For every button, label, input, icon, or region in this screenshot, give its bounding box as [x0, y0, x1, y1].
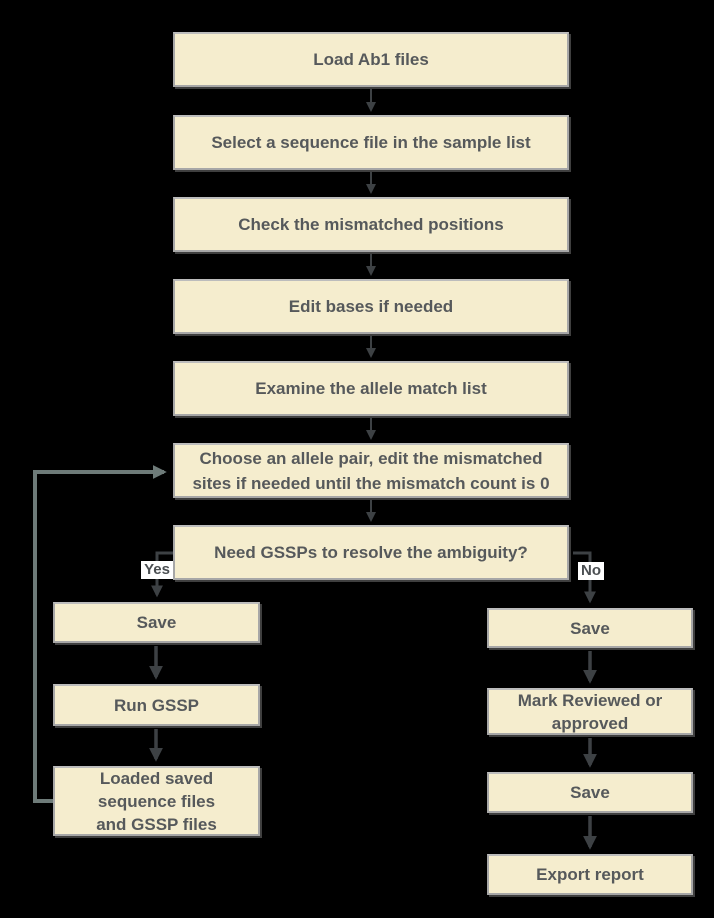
- node-choose-allele-pair: Choose an allele pair, edit the mismatch…: [173, 443, 569, 498]
- node-save-no-branch: Save: [487, 608, 693, 648]
- node-label: Loaded saved sequence files and GSSP fil…: [96, 768, 217, 834]
- node-examine-allele-match-list: Examine the allele match list: [173, 361, 569, 416]
- node-label: Examine the allele match list: [255, 379, 487, 398]
- node-label: Save: [136, 613, 177, 632]
- node-edit-bases: Edit bases if needed: [173, 279, 569, 334]
- node-loaded-saved-files: Loaded saved sequence files and GSSP fil…: [53, 766, 260, 836]
- node-label: Mark Reviewed or approved: [517, 690, 663, 733]
- node-label: Check the mismatched positions: [238, 215, 504, 234]
- node-save-after-review: Save: [487, 772, 693, 813]
- node-label: Load Ab1 files: [313, 50, 429, 69]
- node-label: Choose an allele pair, edit the mismatch…: [192, 448, 550, 493]
- node-load-ab1-files: Load Ab1 files: [173, 32, 569, 87]
- node-label: Need GSSPs to resolve the ambiguity?: [214, 543, 528, 562]
- arrow-yes-branch: [151, 551, 173, 598]
- node-select-sequence-file: Select a sequence file in the sample lis…: [173, 115, 569, 170]
- node-label: Edit bases if needed: [288, 297, 454, 316]
- node-need-gssps-decision: Need GSSPs to resolve the ambiguity?: [173, 525, 569, 580]
- node-label: Save: [570, 618, 610, 638]
- node-label: Run GSSP: [113, 695, 199, 715]
- node-run-gssp: Run GSSP: [53, 684, 260, 726]
- node-save-yes-branch: Save: [53, 602, 260, 643]
- arrow-no-branch: [573, 551, 596, 604]
- node-export-report: Export report: [487, 854, 693, 895]
- branch-label-no: No: [578, 562, 604, 580]
- branch-label-yes: Yes: [141, 561, 173, 579]
- loop-back-arrow: [33, 465, 167, 803]
- node-label: Select a sequence file in the sample lis…: [211, 133, 531, 152]
- node-mark-reviewed: Mark Reviewed or approved: [487, 688, 693, 735]
- node-label: Save: [570, 783, 610, 802]
- node-check-mismatched-positions: Check the mismatched positions: [173, 197, 569, 252]
- node-label: Export report: [536, 865, 644, 884]
